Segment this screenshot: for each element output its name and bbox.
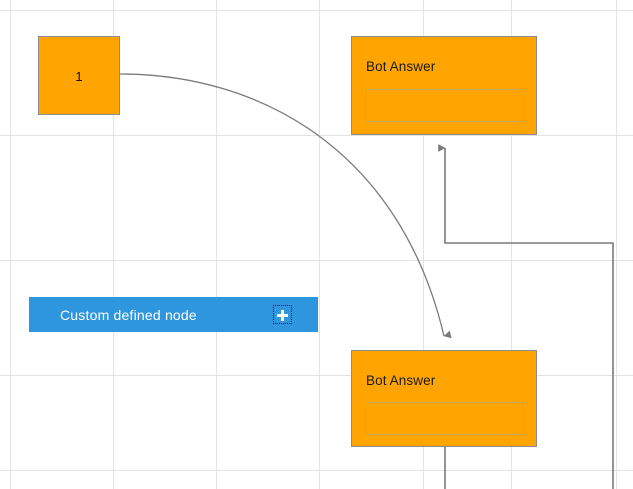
- palette-item-label: Custom defined node: [60, 306, 197, 323]
- palette-item-custom-defined-node[interactable]: Custom defined node: [29, 297, 318, 332]
- node-title: Bot Answer: [366, 373, 436, 388]
- node-start-label: 1: [75, 69, 83, 84]
- plus-icon-vertical-bar: [281, 310, 284, 321]
- node-bot-answer-bottom[interactable]: Bot Answer: [351, 350, 537, 447]
- node-answer-slot[interactable]: [365, 89, 524, 122]
- node-bot-answer-top[interactable]: Bot Answer: [351, 36, 537, 135]
- node-title: Bot Answer: [366, 59, 436, 74]
- plus-icon[interactable]: [273, 305, 292, 324]
- node-answer-slot[interactable]: [365, 402, 524, 435]
- node-start[interactable]: 1: [38, 36, 120, 115]
